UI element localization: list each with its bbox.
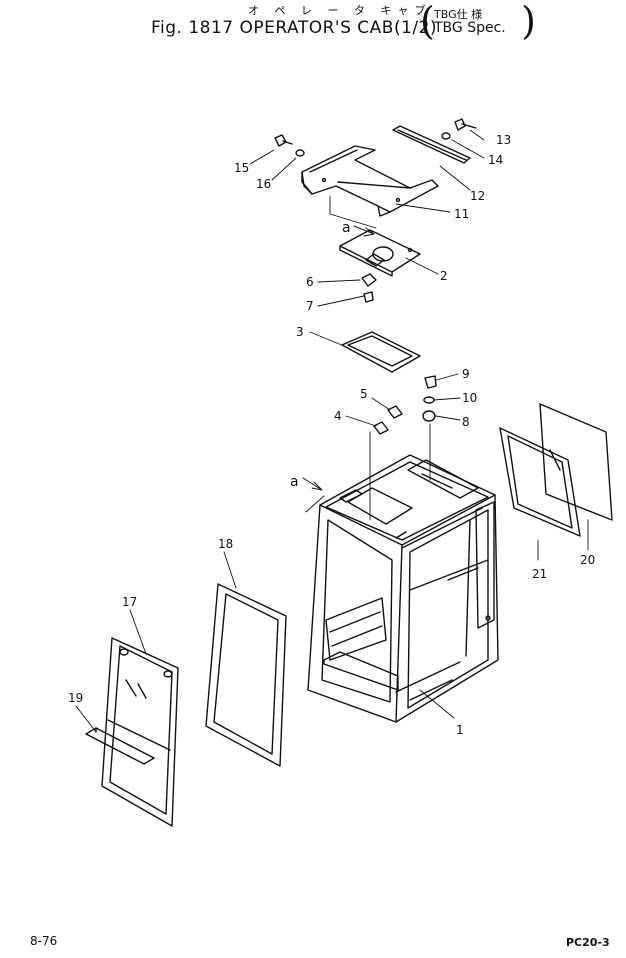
paren-left: ( (420, 0, 435, 43)
nut-8 (422, 410, 436, 422)
paren-right: ) (521, 0, 536, 43)
roof-strip-part (392, 125, 471, 164)
callout-19: 19 (68, 691, 83, 705)
callout-a-side: a (290, 474, 299, 490)
callout-2: 2 (440, 269, 448, 283)
door-frame-part (205, 583, 287, 767)
side-glass-part (539, 403, 613, 521)
view-arrow-a (302, 225, 375, 491)
page-number: 8-76 (30, 934, 58, 948)
side-frame-part (499, 427, 581, 537)
spec-label: ( TBG仕 様 TBG Spec. ) (420, 0, 536, 43)
callout-17: 17 (122, 595, 137, 609)
callout-15: 15 (234, 161, 249, 175)
callout-4: 4 (334, 409, 342, 423)
bolt-9 (424, 375, 437, 389)
roof-seal-part (341, 331, 421, 373)
figure-header: オ ペ レ ー タ キャブ Fig. 1817 OPERATOR'S CAB(1… (0, 0, 626, 50)
cab-frame-part (307, 454, 499, 723)
callout-a-top: a (342, 220, 351, 236)
roof-panel-part (301, 145, 439, 217)
callout-7: 7 (306, 299, 314, 313)
callout-8: 8 (462, 415, 470, 429)
callout-21: 21 (532, 567, 547, 581)
figure-title: Fig. 1817 OPERATOR'S CAB(1/2) (151, 18, 438, 38)
callout-5: 5 (360, 387, 368, 401)
callout-labels: 1 2 3 4 5 6 7 8 9 10 11 12 13 14 15 16 1… (68, 133, 595, 737)
callout-14: 14 (488, 153, 503, 167)
latch-6 (361, 273, 377, 287)
callout-1: 1 (456, 723, 464, 737)
callout-13: 13 (496, 133, 511, 147)
callout-3: 3 (296, 325, 304, 339)
callout-18: 18 (218, 537, 233, 551)
washer-14 (441, 132, 451, 140)
bolt-15 (274, 134, 293, 147)
hatch-plate-part (339, 229, 421, 277)
door-handle-part (85, 727, 155, 765)
callout-11: 11 (454, 207, 469, 221)
callout-16: 16 (256, 177, 271, 191)
screw-7 (363, 291, 374, 303)
title-japanese: オ ペ レ ー タ キャブ (248, 4, 432, 17)
spec-english: TBG Spec. (434, 20, 506, 36)
callout-9: 9 (462, 367, 470, 381)
callout-6: 6 (306, 275, 314, 289)
bolt-4 (373, 421, 389, 435)
washer-10 (423, 396, 435, 404)
washer-16 (295, 149, 305, 157)
leader-lines (75, 129, 589, 733)
callout-20: 20 (580, 553, 595, 567)
callout-10: 10 (462, 391, 477, 405)
model-code: PC20-3 (566, 936, 610, 949)
spec-japanese: TBG仕 様 (434, 8, 483, 21)
bolt-13 (454, 118, 477, 131)
bolt-5 (387, 405, 403, 419)
callout-12: 12 (470, 189, 485, 203)
door-glass-part (101, 637, 179, 827)
